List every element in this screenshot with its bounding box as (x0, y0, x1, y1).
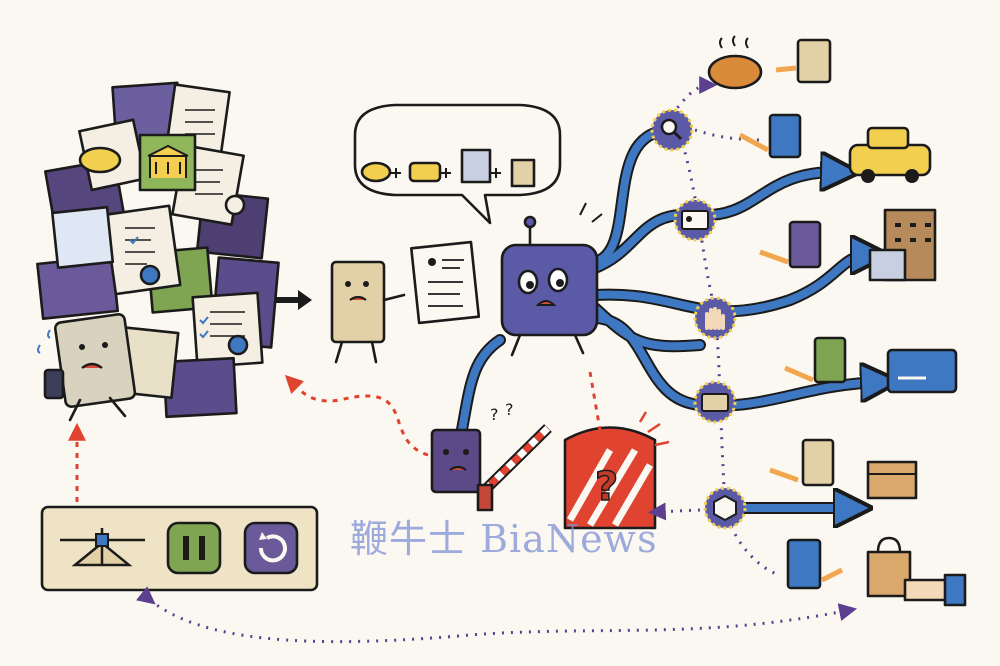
svg-text:?: ? (490, 405, 499, 424)
undo-button[interactable] (243, 521, 299, 575)
undo-icon (258, 534, 287, 563)
user-character (330, 260, 406, 364)
noodle-bowl-icon (360, 161, 392, 183)
pause-button[interactable] (166, 521, 222, 575)
package-node (703, 486, 747, 530)
id-card-icon (681, 210, 709, 230)
search-icon (660, 118, 678, 136)
document-pile (36, 81, 280, 422)
balance-scale-icon[interactable] (60, 528, 145, 567)
svg-text:?: ? (505, 400, 514, 419)
blocked-gate: ? ? (430, 400, 552, 512)
guard-character (788, 220, 822, 269)
guard-character (813, 336, 847, 384)
card-node (693, 380, 737, 424)
stop-hand-icon (705, 307, 725, 330)
watermark: 鞭牛士 BiaNews (350, 517, 658, 561)
guard-character (768, 113, 802, 159)
taxi-icon (408, 161, 442, 183)
shopping-bag-icon (866, 536, 912, 598)
taxi-icon (848, 126, 932, 183)
shopping-bag-icon (510, 158, 536, 188)
hotel-icon (460, 148, 492, 184)
pause-icon (183, 536, 205, 560)
hub-nodes (650, 108, 747, 530)
robot-agent (500, 202, 603, 357)
package-icon (866, 460, 918, 500)
hotel-icon (868, 208, 937, 282)
return-loop-arrow (135, 586, 858, 644)
package-icon (713, 494, 737, 522)
control-panel (40, 505, 319, 592)
credit-card-icon (886, 348, 958, 394)
form-document (409, 240, 481, 325)
guard-character (796, 38, 832, 84)
noodle-bowl-icon (707, 54, 763, 90)
request-speech-bubble (353, 103, 562, 225)
stressed-person (37, 313, 137, 422)
question-box: ? (563, 411, 670, 530)
id-node (673, 198, 717, 242)
rejection-arrow (284, 374, 429, 457)
credit-card-icon (701, 393, 729, 412)
escalation-line (588, 371, 602, 431)
stop-node (693, 296, 737, 340)
guard-character (786, 538, 822, 590)
outcome-column (707, 35, 967, 607)
question-mark-icon: ? (595, 464, 618, 510)
guard-character (801, 438, 835, 487)
search-node (650, 108, 694, 152)
